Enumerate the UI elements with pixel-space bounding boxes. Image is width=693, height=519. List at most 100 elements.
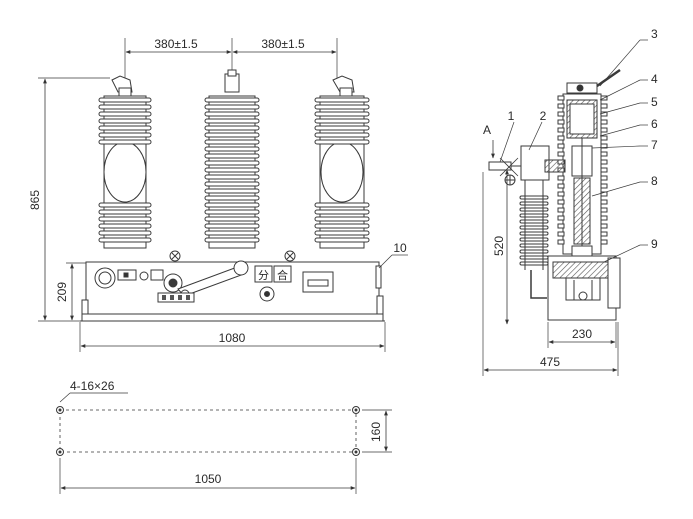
side-shed bbox=[600, 231, 608, 237]
height-total-label: 865 bbox=[28, 190, 42, 210]
callout-9: 9 bbox=[651, 237, 658, 251]
insulator-shed bbox=[98, 111, 152, 117]
insulator-shed bbox=[98, 139, 152, 145]
depth-label: 160 bbox=[369, 422, 383, 442]
side-view bbox=[482, 39, 648, 376]
mounting-hole-br bbox=[352, 448, 360, 456]
side-shed bbox=[600, 127, 608, 133]
side-shed bbox=[557, 199, 565, 205]
pitch-right-label: 380±1.5 bbox=[261, 37, 305, 51]
insulator-shed bbox=[98, 230, 152, 236]
support-shed bbox=[519, 225, 549, 230]
insulator-shed bbox=[314, 132, 370, 138]
side-shed bbox=[557, 111, 565, 117]
side-shed bbox=[557, 239, 565, 245]
insulator-shed bbox=[204, 167, 260, 173]
insulator-shed bbox=[204, 174, 260, 180]
insulator-shed bbox=[204, 153, 260, 159]
mounting-hole-tr bbox=[352, 406, 360, 414]
insulator-shed bbox=[314, 97, 370, 103]
side-left-terminal bbox=[488, 140, 566, 186]
insulator-shed bbox=[204, 230, 260, 236]
insulator-shed bbox=[204, 97, 260, 103]
insulator-shed bbox=[98, 237, 152, 243]
insulator-shed bbox=[314, 216, 370, 222]
insulator-shed bbox=[98, 223, 152, 229]
support-shed bbox=[519, 243, 549, 248]
side-shed bbox=[600, 175, 608, 181]
callout-10: 10 bbox=[393, 241, 407, 255]
insulator-shed bbox=[204, 111, 260, 117]
side-shed bbox=[600, 239, 608, 245]
side-shed bbox=[557, 135, 565, 141]
insulator-shed bbox=[98, 97, 152, 103]
insulator-shed bbox=[98, 202, 152, 208]
insulator-shed bbox=[98, 118, 152, 124]
callout-5: 5 bbox=[651, 95, 658, 109]
dim-side-475 bbox=[482, 172, 619, 376]
insulator-shed bbox=[98, 216, 152, 222]
insulator-shed bbox=[204, 146, 260, 152]
side-shed bbox=[600, 119, 608, 125]
side-shed bbox=[557, 103, 565, 109]
insulator-shed bbox=[314, 139, 370, 145]
support-shed bbox=[519, 207, 549, 212]
side-shed bbox=[600, 191, 608, 197]
side-shed bbox=[600, 207, 608, 213]
side-top-terminal bbox=[566, 68, 621, 94]
support-shed bbox=[519, 237, 549, 242]
side-shed bbox=[600, 159, 608, 165]
insulator-shed bbox=[314, 237, 370, 243]
support-shed bbox=[519, 213, 549, 218]
mounting-hole-tl bbox=[56, 406, 64, 414]
insulator-shed bbox=[314, 111, 370, 117]
insulator-shed bbox=[314, 104, 370, 110]
dim-height-total bbox=[38, 77, 110, 322]
section-mark: A bbox=[483, 123, 491, 137]
side-shed bbox=[600, 215, 608, 221]
callout-leaders bbox=[499, 39, 648, 263]
side-shed bbox=[600, 151, 608, 157]
insulator-sheds bbox=[98, 97, 370, 243]
hole-spec-label: 4-16×26 bbox=[70, 379, 115, 393]
insulator-shed bbox=[204, 181, 260, 187]
span-label: 1050 bbox=[195, 472, 222, 486]
insulator-shed bbox=[204, 202, 260, 208]
side-mechanism bbox=[547, 255, 621, 321]
front-view: 分 合 bbox=[38, 38, 408, 352]
insulator-shed bbox=[204, 104, 260, 110]
insulator-shed bbox=[314, 125, 370, 131]
close-label: 合 bbox=[277, 268, 288, 282]
side-shed bbox=[557, 183, 565, 189]
side-shed bbox=[557, 143, 565, 149]
side-shed bbox=[557, 127, 565, 133]
side-shed bbox=[557, 215, 565, 221]
callout-8: 8 bbox=[651, 174, 658, 188]
side-shed bbox=[557, 231, 565, 237]
side-shed bbox=[600, 183, 608, 189]
insulator-shed bbox=[314, 209, 370, 215]
insulator-shed bbox=[98, 125, 152, 131]
side-insulator-sheds bbox=[519, 95, 608, 266]
callout-6: 6 bbox=[651, 117, 658, 131]
width-base-label: 1080 bbox=[219, 331, 246, 345]
callout-2: 2 bbox=[540, 109, 547, 123]
side-shed bbox=[557, 151, 565, 157]
side-shed bbox=[557, 95, 565, 101]
insulator-shed bbox=[204, 209, 260, 215]
side-width-label: 230 bbox=[572, 327, 592, 341]
support-shed bbox=[519, 195, 549, 200]
support-shed bbox=[519, 231, 549, 236]
side-shed bbox=[557, 175, 565, 181]
insulator-shed bbox=[98, 209, 152, 215]
insulator-shed bbox=[314, 223, 370, 229]
side-shed bbox=[557, 119, 565, 125]
insulator-shed bbox=[204, 118, 260, 124]
pitch-left-label: 380±1.5 bbox=[154, 37, 198, 51]
side-pole bbox=[562, 93, 602, 259]
callout-3: 3 bbox=[651, 27, 658, 41]
support-shed bbox=[519, 201, 549, 206]
callout-4: 4 bbox=[651, 72, 658, 86]
side-shed bbox=[600, 167, 608, 173]
